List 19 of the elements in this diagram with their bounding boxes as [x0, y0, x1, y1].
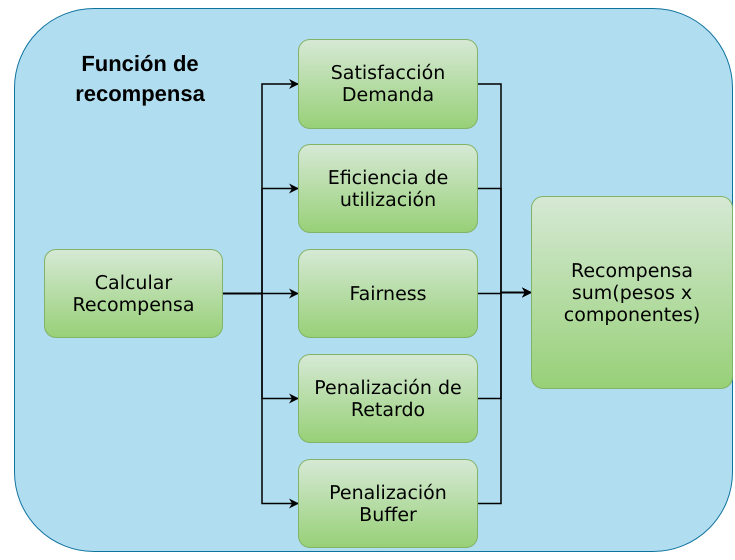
process-box: [298, 144, 478, 233]
box-text: Satisfacción Demanda: [330, 62, 446, 106]
process-box: [298, 459, 478, 548]
box-text: Calcular Recompensa: [72, 272, 196, 316]
box-text: Eficiencia de utilización: [326, 166, 450, 210]
box-text: Penalización de Retardo: [313, 376, 463, 420]
process-box: [531, 196, 733, 389]
arrow: [478, 288, 532, 504]
process-box: [44, 249, 223, 338]
process-box: [298, 354, 478, 443]
process-box: [298, 39, 478, 129]
arrow: [223, 292, 299, 508]
process-box: [298, 249, 478, 338]
group-panel: [14, 8, 733, 552]
box-text: Penalización Buffer: [328, 482, 448, 526]
box-text: Recompensa: [571, 260, 693, 282]
box-text: sum(pesos x componentes): [562, 282, 702, 326]
box-text: Fairness: [349, 282, 427, 304]
group-title: Función de recompensa: [74, 50, 206, 108]
